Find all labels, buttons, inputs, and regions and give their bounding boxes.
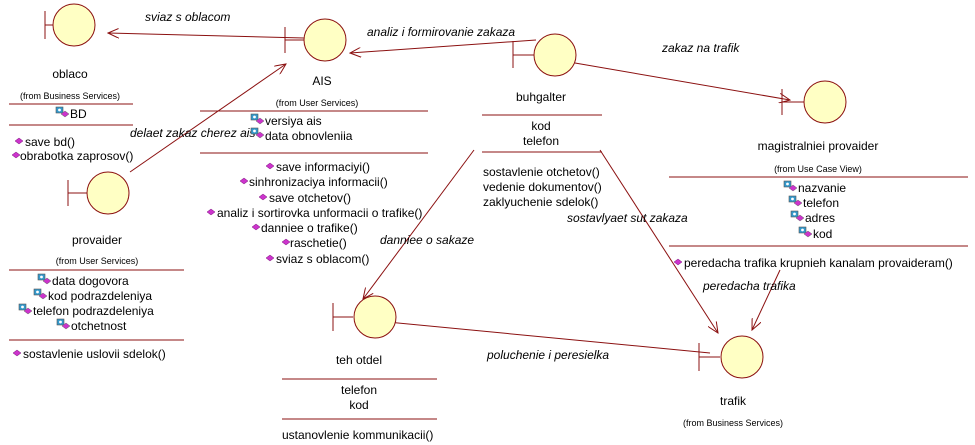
operation-diamond-icon	[251, 223, 261, 231]
boundary-object-icon	[44, 3, 96, 47]
boundary-object-icon	[284, 18, 347, 62]
attribute-versiya-ais: versiya ais	[265, 114, 322, 128]
attribute-telefon-podrazdeleniya: telefon podrazdeleniya	[33, 304, 154, 318]
attribute-key-icon	[788, 195, 803, 207]
object-package-provaider: (from User Services)	[56, 256, 139, 266]
attribute-adres: adres	[805, 211, 835, 225]
object-ais[interactable]: AIS (from User Services) versiya ais dat…	[200, 18, 428, 266]
link-buhgalter-teh	[363, 149, 475, 299]
object-teh-otdel[interactable]: teh otdel telefon kod ustanovlenie kommu…	[282, 295, 437, 442]
operation-diamond-icon	[265, 254, 275, 262]
link-trafik-teh	[377, 321, 711, 354]
message-delaet-zakaz: delaet zakaz cherez ais	[130, 126, 255, 140]
message-danniee-o-sakaze: danniee o sakaze	[380, 233, 474, 247]
object-name-provaider: provaider	[72, 233, 122, 247]
attribute-key-icon	[250, 113, 265, 125]
message-analiz-i-formirovanie: analiz i formirovanie zakaza	[367, 25, 515, 39]
operation-raschetie: raschetie()	[290, 236, 347, 250]
boundary-object-icon	[698, 335, 764, 379]
attribute-otchetnost: otchetnost	[71, 319, 127, 333]
attribute-telefon: telefon	[523, 134, 559, 148]
operation-save-otchetov: save otchetov()	[269, 191, 351, 205]
object-magistralniei-provaider[interactable]: magistralniei provaider (from Use Case V…	[669, 80, 968, 270]
operation-obrabotka-zaprosov: obrabotka zaprosov()	[20, 149, 133, 163]
message-sostavlyaet-sut-zakaza: sostavlyaet sut zakaza	[567, 211, 688, 225]
operation-diamond-icon	[206, 208, 216, 216]
operation-danniee-o-trafike: danniee o trafike()	[261, 221, 358, 235]
attribute-key-icon	[790, 210, 805, 222]
object-package-oblaco: (from Business Services)	[20, 91, 120, 101]
operation-diamond-icon	[673, 258, 683, 266]
object-trafik[interactable]: trafik (from Business Services)	[683, 335, 783, 428]
attribute-key-icon	[798, 226, 813, 238]
operation-zaklyuchenie-sdelok: zaklyuchenie sdelok()	[483, 195, 598, 209]
object-oblaco[interactable]: oblaco (from Business Services) BD save …	[9, 3, 133, 163]
object-package-ais: (from User Services)	[276, 98, 359, 108]
attribute-kod: kod	[531, 119, 550, 133]
attribute-kod: kod	[813, 227, 832, 241]
attribute-nazvanie: nazvanie	[798, 181, 846, 195]
object-package-magistral: (from Use Case View)	[774, 164, 862, 174]
boundary-object-icon	[781, 80, 847, 124]
operation-vedenie-dokumentov: vedenie dokumentov()	[483, 180, 602, 194]
attribute-data-obnovleniia: data obnovleniia	[265, 129, 353, 143]
operation-save-informaciyi: save informaciyi()	[276, 160, 370, 174]
link-ais-oblaco	[108, 33, 305, 39]
operation-ustanovlenie-kommunikacii: ustanovlenie kommunikacii()	[282, 428, 433, 442]
operation-sviaz-s-oblacom: sviaz s oblacom()	[276, 252, 369, 266]
link-buhgalter-ais	[350, 39, 537, 53]
operation-diamond-icon	[239, 177, 249, 185]
operation-diamond-icon	[11, 151, 21, 159]
message-zakaz-na-trafik: zakaz na trafik	[661, 41, 740, 55]
link-magistral-trafik	[752, 269, 781, 330]
message-sviaz-s-oblacom: sviaz s oblacom	[145, 10, 230, 24]
attribute-key-icon	[18, 303, 33, 315]
object-name-trafik: trafik	[720, 394, 747, 408]
link-buhgalter-trafik	[599, 149, 718, 333]
object-name-magistralniei-provaider: magistralniei provaider	[758, 139, 879, 153]
link-buhgalter-magistral	[574, 62, 790, 100]
attribute-telefon: telefon	[341, 383, 377, 397]
attribute-data-dogovora: data dogovora	[52, 274, 129, 288]
boundary-object-icon	[512, 33, 577, 77]
operation-diamond-icon	[258, 193, 268, 201]
object-provaider[interactable]: provaider (from User Services) data dogo…	[9, 171, 184, 361]
operation-diamond-icon	[12, 349, 22, 357]
operation-sostavlenie-uslovii: sostavlenie uslovii sdelok()	[23, 347, 166, 361]
operation-analiz-i-sortirovka: analiz i sortirovka unformacii o trafike…	[217, 206, 422, 220]
object-name-oblaco: oblaco	[52, 67, 88, 81]
attribute-key-icon	[783, 180, 798, 192]
attribute-key-icon	[56, 318, 71, 330]
object-name-buhgalter: buhgalter	[516, 90, 566, 104]
attribute-kod-podrazdeleniya: kod podrazdeleniya	[48, 289, 152, 303]
operation-sinhronizaciya: sinhronizaciya informacii()	[249, 175, 388, 189]
operation-save-bd: save bd()	[25, 135, 75, 149]
attribute-kod: kod	[349, 398, 368, 412]
attribute-bd: BD	[70, 107, 87, 121]
message-peredacha-trafika: peredacha trafika	[702, 279, 796, 293]
attribute-key-icon	[33, 288, 48, 300]
object-package-trafik: (from Business Services)	[683, 418, 783, 428]
operation-diamond-icon	[281, 238, 291, 246]
object-buhgalter[interactable]: buhgalter kod telefon sostavlenie otchet…	[482, 33, 602, 209]
link-provaider-ais	[129, 64, 286, 173]
attribute-key-icon	[55, 106, 70, 118]
attribute-telefon: telefon	[803, 196, 839, 210]
message-poluchenie-i-peresielka: poluchenie i peresielka	[486, 348, 609, 362]
attribute-key-icon	[37, 273, 52, 285]
operation-diamond-icon	[265, 162, 275, 170]
operation-diamond-icon	[14, 137, 24, 145]
boundary-object-icon	[332, 295, 397, 339]
object-name-ais: AIS	[312, 74, 331, 88]
boundary-object-icon	[67, 171, 130, 215]
operation-sostavlenie-otchetov: sostavlenie otchetov()	[483, 165, 600, 179]
operation-peredacha-trafika: peredacha trafika krupnieh kanalam prova…	[684, 256, 953, 270]
object-name-teh-otdel: teh otdel	[336, 353, 382, 367]
